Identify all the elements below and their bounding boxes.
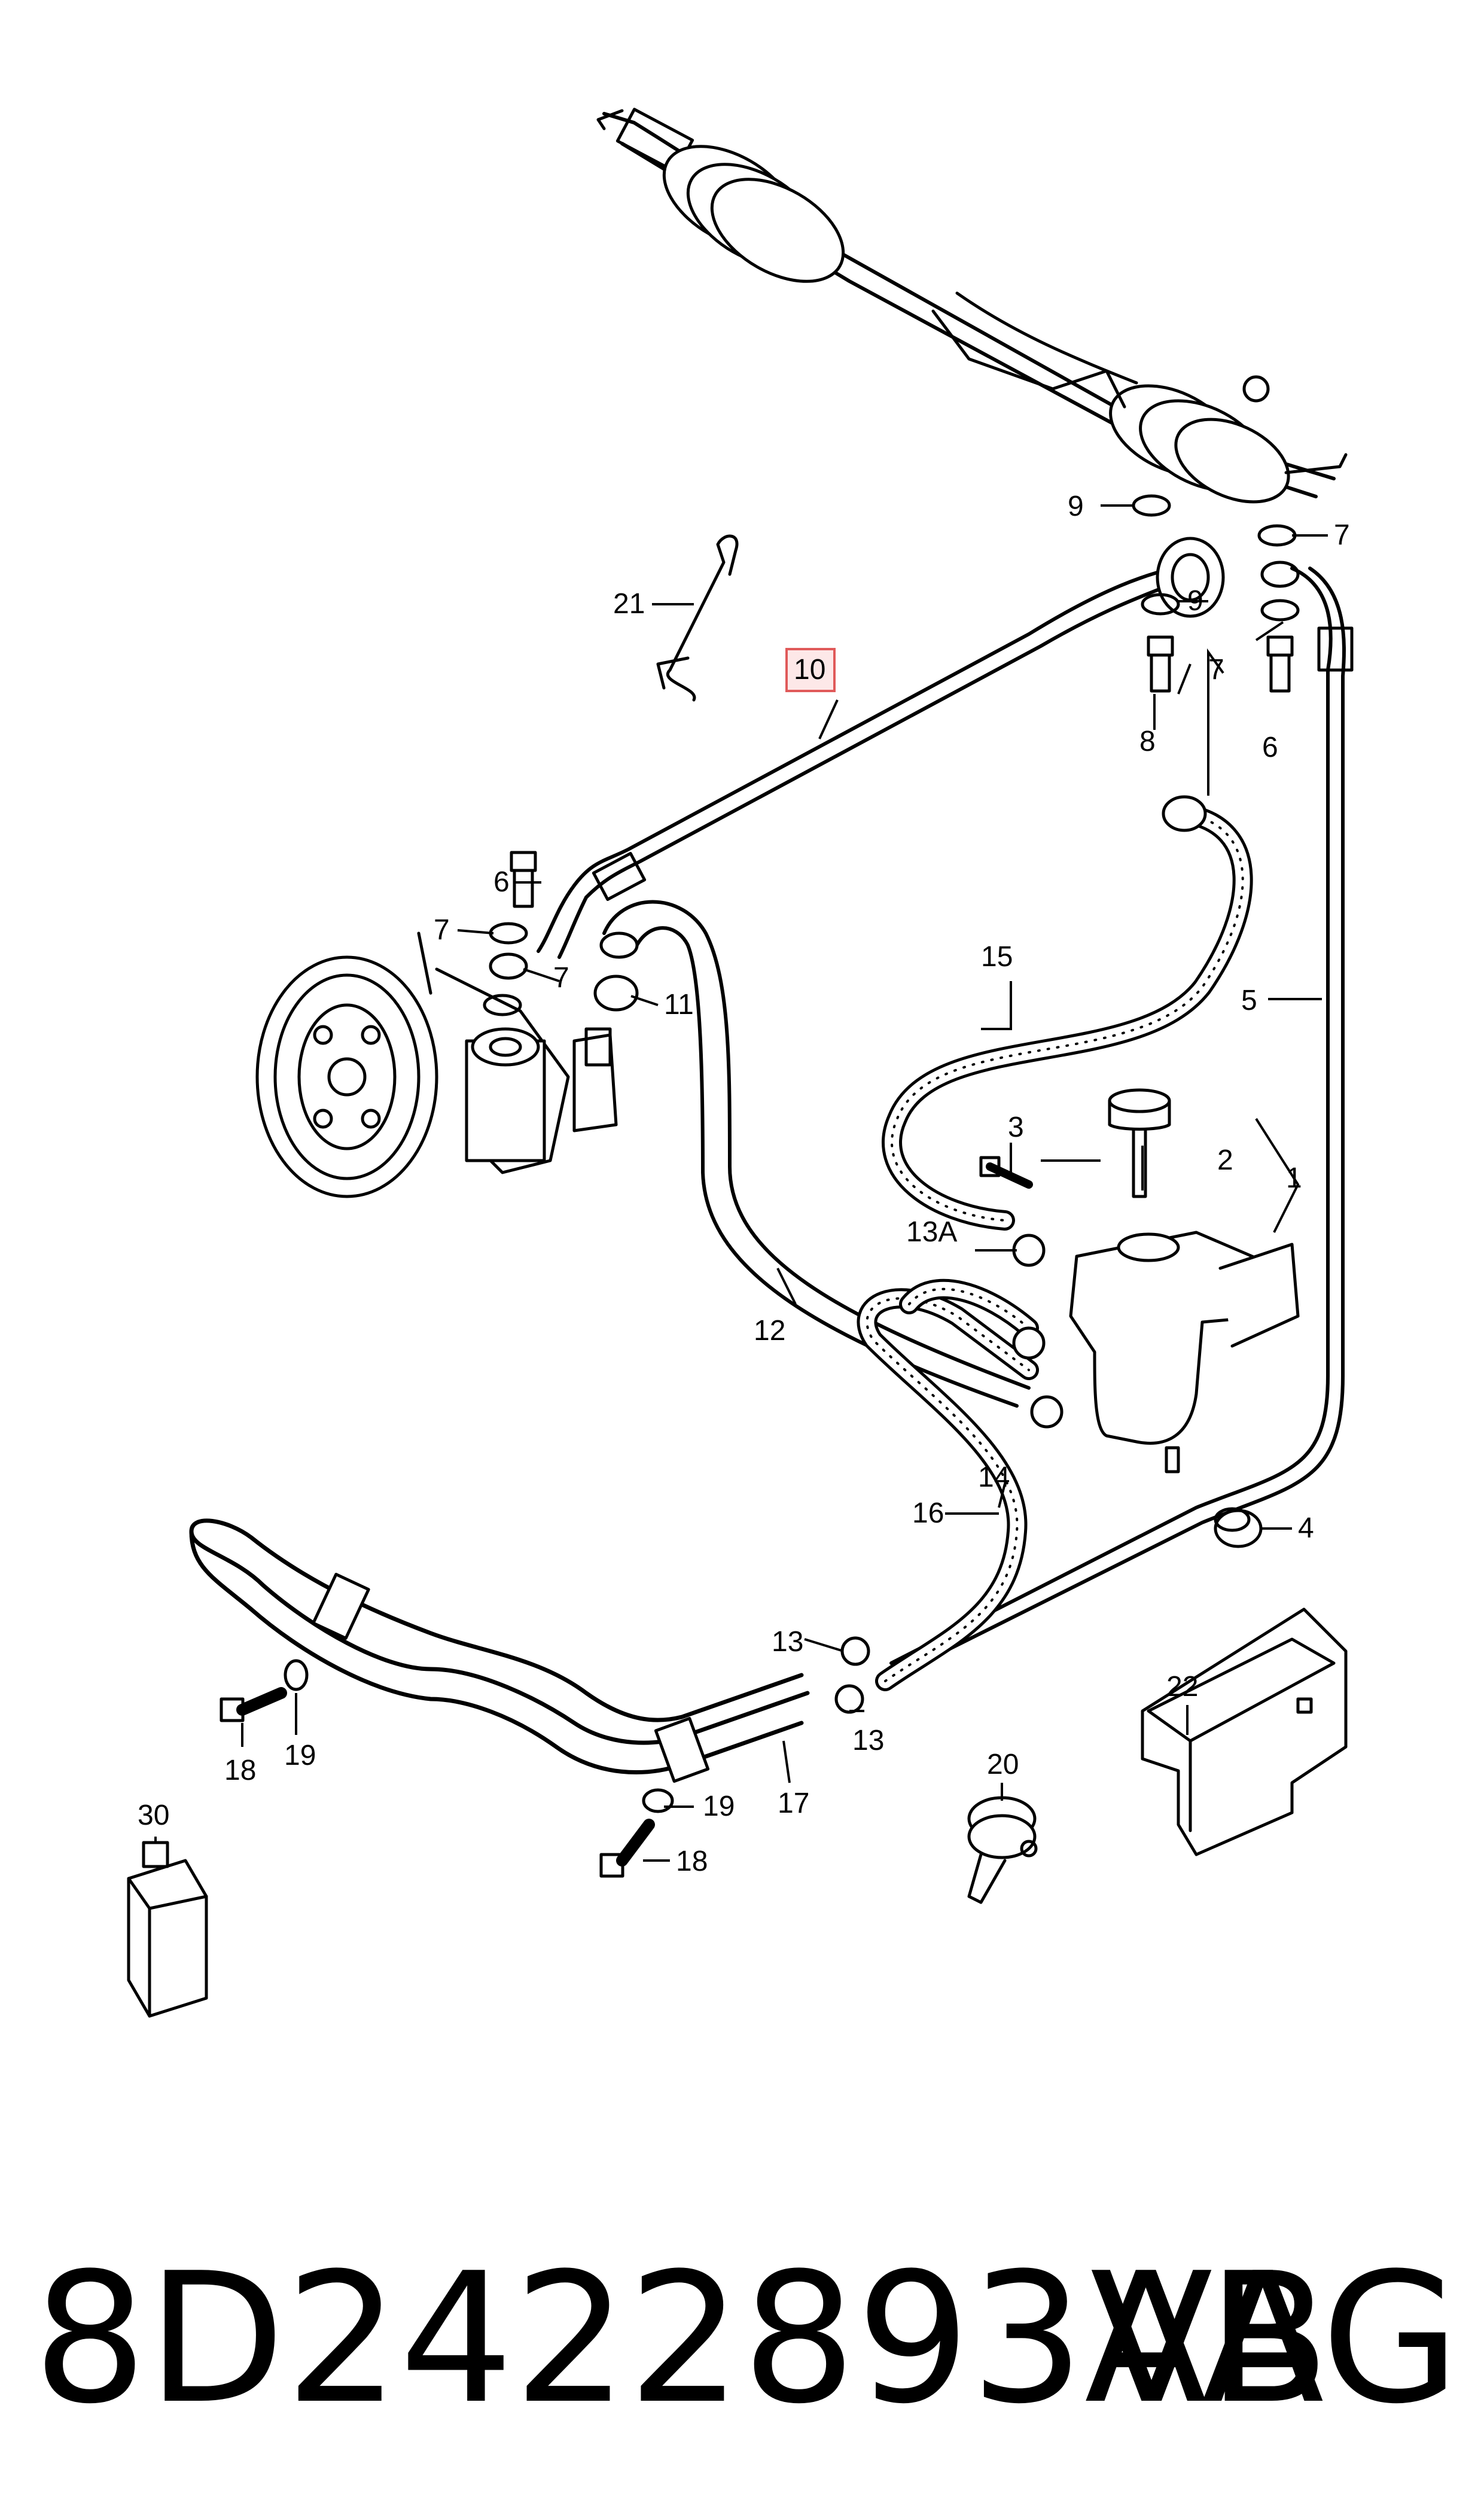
tray-22 (1141, 1607, 1348, 1856)
callout-14: 14 (978, 1462, 1010, 1493)
callout-13-bottom: 13 (852, 1725, 884, 1756)
callout-19-left: 19 (284, 1740, 316, 1771)
hose-16 (857, 1288, 1039, 1691)
callout-2: 2 (1217, 1144, 1233, 1176)
clamp-20 (967, 1796, 1038, 1904)
power-steering-pump (255, 931, 618, 1198)
leader-lines (154, 504, 1328, 1862)
bottle-30 (127, 1841, 208, 2018)
callout-20: 20 (987, 1749, 1019, 1780)
part-number: 8D2422893AB (33, 2234, 1330, 2443)
callout-19-right: 19 (703, 1791, 735, 1822)
callout-7-right-low: 7 (1208, 654, 1224, 686)
callout-16: 16 (912, 1497, 944, 1529)
callout-4: 4 (1298, 1512, 1314, 1544)
callout-30: 30 (138, 1800, 169, 1831)
callout-9-top: 9 (1068, 491, 1084, 522)
highlight-box-10 (785, 648, 836, 692)
callout-3: 3 (1008, 1112, 1024, 1143)
hose-13a (899, 1278, 1039, 1338)
callout-6-left: 6 (493, 866, 510, 898)
callout-21: 21 (613, 588, 645, 620)
callout-13A: 13A (906, 1216, 957, 1248)
bolt-6-left (510, 851, 537, 908)
callout-17: 17 (778, 1788, 809, 1819)
hose-15 (882, 795, 1253, 1231)
callout-12: 12 (754, 1315, 785, 1347)
callout-8: 8 (1139, 726, 1156, 757)
cap-4 (1214, 1507, 1263, 1548)
callout-7-left-top: 7 (434, 914, 450, 946)
callout-13-top: 13 (772, 1626, 803, 1658)
callout-5: 5 (1241, 985, 1257, 1016)
bolt-18-left (220, 1687, 287, 1722)
reservoir (1069, 1231, 1300, 1473)
bolt-3 (979, 1156, 1033, 1189)
bolt-6-right (1266, 635, 1294, 693)
clip-21 (656, 534, 739, 702)
clamps (593, 975, 1064, 1714)
callout-18-right: 18 (676, 1846, 708, 1877)
line-12 (599, 900, 1031, 1408)
callout-7-right-top: 7 (1334, 519, 1350, 551)
brand-label: VAG (1090, 2234, 1460, 2443)
callouts: 9 9 7 7 8 6 21 10 6 7 7 11 15 5 3 2 1 13… (138, 491, 1350, 1877)
dipstick-cap (1108, 1088, 1171, 1198)
bolt-18-right (599, 1819, 655, 1878)
bolt-8 (1147, 635, 1174, 693)
line-5 (889, 567, 1354, 1677)
callout-9-mid: 9 (1187, 585, 1203, 617)
steering-rack (596, 108, 1348, 504)
callout-6-right: 6 (1262, 732, 1278, 763)
callout-11: 11 (664, 989, 694, 1021)
callout-15: 15 (981, 941, 1013, 973)
callout-1: 1 (1286, 1162, 1302, 1194)
pressure-line-10 (537, 537, 1225, 959)
callout-10: 10 (794, 654, 825, 686)
callout-18-left: 18 (224, 1755, 256, 1786)
callout-7-left-low: 7 (553, 962, 569, 994)
cooler-loop-17 (189, 1518, 810, 1783)
callout-22: 22 (1166, 1671, 1198, 1703)
